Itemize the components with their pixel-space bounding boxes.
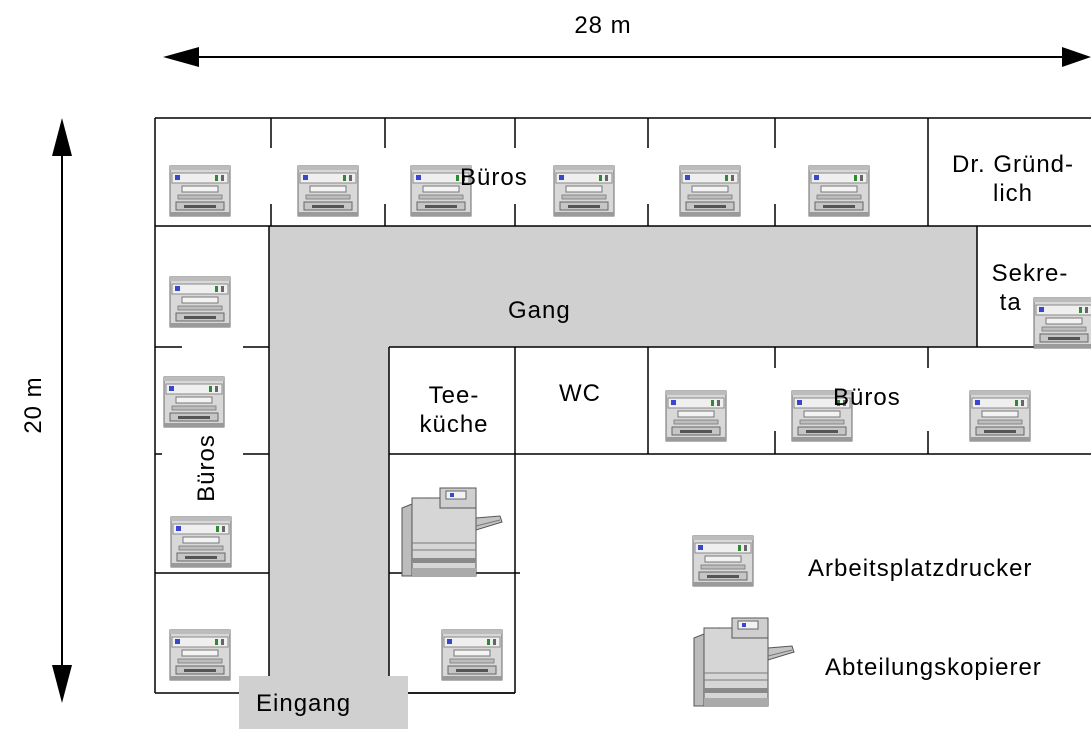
desk-printer-icon xyxy=(553,165,615,217)
desk-printer-icon xyxy=(441,629,503,681)
desk-printer-icon xyxy=(169,629,231,681)
entrance-box xyxy=(239,676,408,729)
desk-printer-icon xyxy=(163,376,225,428)
tea-kitchen-line1: Tee- xyxy=(428,382,480,409)
secretary-label: Sekre- ta xyxy=(992,259,1069,317)
copier-icon xyxy=(401,487,503,577)
secretary-line2: ta xyxy=(999,289,1022,316)
top-offices-label: Büros xyxy=(460,164,528,191)
tea-kitchen-label: Tee- küche xyxy=(419,381,488,439)
entrance-label: Eingang xyxy=(256,690,352,717)
desk-printer-icon xyxy=(679,165,741,217)
desk-printer-icon xyxy=(665,390,727,442)
desk-printer-icon xyxy=(169,165,231,217)
left-offices-label: Büros xyxy=(193,434,220,502)
desk-printer-icon xyxy=(692,535,754,587)
wc-label: WC xyxy=(559,380,601,407)
secretary-line1: Sekre- xyxy=(991,260,1069,287)
middle-offices-label: Büros xyxy=(833,384,901,411)
desk-printer-icon xyxy=(170,516,232,568)
width-label: 28 m xyxy=(574,12,632,39)
desk-printer-icon xyxy=(969,390,1031,442)
legend-copier-label: Abteilungskopierer xyxy=(825,654,1042,681)
floor-plan-walls xyxy=(154,117,1091,694)
head-office-line1: Dr. Gründ- xyxy=(951,151,1075,178)
desk-printer-icon xyxy=(169,276,231,328)
head-office-line2: lich xyxy=(992,180,1033,207)
corridor xyxy=(269,226,977,676)
desk-printer-icon xyxy=(297,165,359,217)
height-dimension-arrow xyxy=(52,118,72,703)
legend-desk-printer-label: Arbeitsplatzdrucker xyxy=(808,555,1033,582)
copier-icon xyxy=(693,617,795,707)
height-label: 20 m xyxy=(20,376,47,434)
corridor-label: Gang xyxy=(508,297,571,324)
width-dimension-arrow xyxy=(163,47,1091,67)
desk-printer-icon xyxy=(808,165,870,217)
tea-kitchen-line2: küche xyxy=(419,411,489,438)
head-office-label: Dr. Gründ- lich xyxy=(952,150,1074,208)
